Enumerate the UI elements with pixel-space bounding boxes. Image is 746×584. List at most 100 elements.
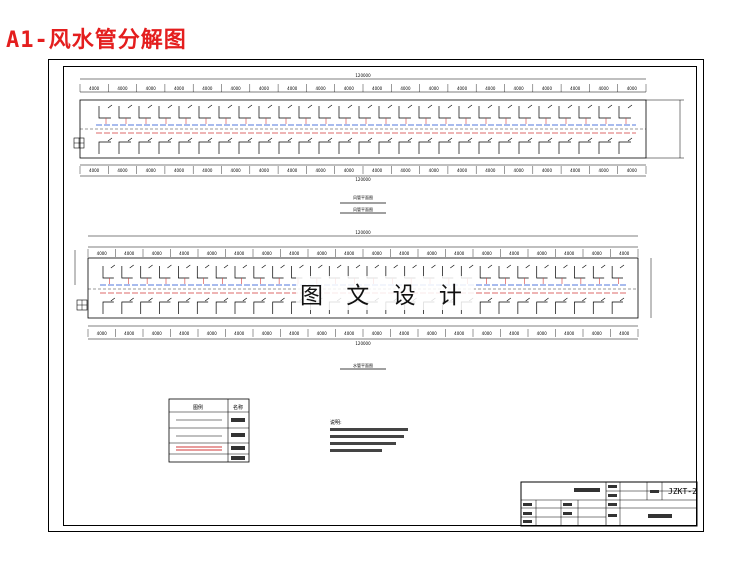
plan2-bay-dim: 4000 — [344, 251, 355, 256]
duct-plan: 120000 4000 4000 4000 4000 4000 4000 4000 4000 4… — [73, 73, 684, 214]
plan1-bay-dim: 4000 — [400, 168, 411, 173]
plan1-fan-coil-unit — [98, 104, 113, 154]
plan2-fan-coil-unit — [159, 264, 172, 314]
plan2-caption: 水管平面图 — [353, 362, 373, 368]
plan2-fan-coil-unit — [140, 264, 153, 314]
plan2-bay-dim: 4000 — [97, 331, 108, 336]
plan1-bay-dim: 4000 — [372, 168, 383, 173]
plan2-bay-dim: 4000 — [289, 251, 300, 256]
plan1-caption-2: 风管平面图 — [353, 206, 373, 212]
plan1-bay-dim: 4000 — [146, 86, 157, 91]
plan1-fan-coil-unit — [198, 104, 213, 154]
drawing-title: A1-风水管分解图 — [6, 28, 187, 53]
plan1-bay-dim: 4000 — [117, 86, 128, 91]
plan2-fan-coil-unit — [253, 264, 266, 314]
plan2-bay-dim: 4000 — [509, 251, 520, 256]
plan2-bay-dim: 4000 — [399, 251, 410, 256]
plan2-fan-coil-unit — [234, 264, 248, 314]
plan1-bay-dim: 4000 — [89, 168, 100, 173]
plan1-bay-dim: 4000 — [598, 168, 609, 173]
plan2-bay-dim: 4000 — [262, 251, 273, 256]
plan2-fan-coil-unit — [574, 264, 587, 314]
plan2-fan-coil-unit — [517, 264, 530, 314]
plan2-bay-dim: 4000 — [454, 251, 465, 256]
plan1-bay-dim: 4000 — [287, 168, 298, 173]
plan2-bay-dim: 4000 — [427, 251, 438, 256]
plan2-bay-dim: 4000 — [234, 251, 245, 256]
plan1-bay-dim: 4000 — [627, 86, 638, 91]
plan2-bay-dim: 4000 — [234, 331, 245, 336]
notes-heading: 说明: — [330, 419, 342, 426]
plan2-bay-dim: 4000 — [537, 251, 548, 256]
plan2-fan-coil-unit — [102, 264, 116, 314]
plan1-fan-coil-unit — [478, 104, 493, 154]
plan1-fan-coil-unit — [538, 104, 553, 154]
plan2-bay-dim: 4000 — [482, 251, 493, 256]
plan2-bay-dim: 4000 — [124, 251, 135, 256]
plan1-fan-coil-unit — [578, 104, 593, 154]
plan1-bay-dim: 4000 — [514, 168, 525, 173]
plan1-fan-coil-unit — [518, 104, 533, 154]
plan1-fan-coil-unit — [158, 104, 173, 154]
plan2-bay-dims-top: 4000 4000 4000 4000 4000 4000 4000 4000 4000 4000… — [87, 249, 639, 257]
plan1-bay-dim: 4000 — [231, 86, 242, 91]
plan1-fan-coil-unit — [358, 104, 373, 154]
plan2-bay-dim: 4000 — [537, 331, 548, 336]
plan1-bay-dim: 4000 — [400, 86, 411, 91]
plan1-bay-dim: 4000 — [429, 86, 440, 91]
plan2-fan-coil-unit — [536, 264, 549, 314]
plan1-fan-coil-unit — [458, 104, 473, 154]
plan1-caption: 风管平面图 — [353, 194, 373, 200]
plan2-bay-dim: 4000 — [97, 251, 108, 256]
plan2-bay-dim: 4000 — [592, 331, 603, 336]
plan2-bay-dim: 4000 — [152, 251, 163, 256]
plan1-bay-dim: 4000 — [570, 168, 581, 173]
plan2-fan-coil-unit — [178, 264, 191, 314]
plan1-bay-dim: 4000 — [174, 86, 185, 91]
plan1-bay-dim: 4000 — [457, 168, 468, 173]
plan1-bay-dim: 4000 — [231, 168, 242, 173]
plan2-bay-dim: 4000 — [152, 331, 163, 336]
drawing-sheet-border — [48, 59, 704, 532]
plan1-fan-coil-unit — [278, 104, 293, 154]
plan1-bay-dim: 4000 — [429, 168, 440, 173]
plan1-fan-coil-unit — [118, 104, 133, 154]
plan1-bay-dim: 4000 — [202, 168, 213, 173]
plan2-bay-dim: 4000 — [399, 331, 410, 336]
plan1-bay-dim: 4000 — [485, 168, 496, 173]
plan2-bay-dim: 4000 — [564, 331, 575, 336]
plan1-fan-coil-unit — [438, 104, 453, 154]
plan2-bay-dim: 4000 — [207, 331, 218, 336]
title-block: JZKT-2 — [520, 481, 698, 527]
plan2-bay-dims-bottom: 4000 4000 4000 4000 4000 4000 4000 4000 4000 4000… — [87, 329, 639, 337]
plan2-bay-dim: 4000 — [289, 331, 300, 336]
plan1-fan-coil-unit — [338, 104, 353, 154]
plan2-bay-dim: 4000 — [344, 331, 355, 336]
plan2-bay-dim: 4000 — [317, 331, 328, 336]
plan1-fan-coil-unit — [178, 104, 193, 154]
plan1-units — [98, 104, 633, 154]
plan1-bay-dim: 4000 — [344, 86, 355, 91]
plan1-overall-dim-top: 120000 — [355, 73, 371, 78]
plan2-bay-dim: 4000 — [124, 331, 135, 336]
plan2-fan-coil-unit — [215, 264, 229, 314]
plan2-bay-dim: 4000 — [592, 251, 603, 256]
plan1-bay-dim: 4000 — [315, 86, 326, 91]
plan1-bay-dim: 4000 — [174, 168, 185, 173]
plan1-fan-coil-unit — [598, 104, 613, 154]
plan1-fan-coil-unit — [258, 104, 273, 154]
plan1-overall-dim-bottom: 120000 — [355, 177, 371, 182]
plan1-fan-coil-unit — [318, 104, 333, 154]
plan2-overall-dim-bottom: 120000 — [355, 341, 371, 346]
plan1-bay-dim: 4000 — [259, 86, 270, 91]
plan1-bay-dim: 4000 — [485, 86, 496, 91]
drawing-code: JZKT-2 — [668, 487, 697, 496]
plan1-fan-coil-unit — [498, 104, 513, 154]
plan1-bay-dim: 4000 — [117, 168, 128, 173]
plan2-bay-dim: 4000 — [207, 251, 218, 256]
plan2-left-grid — [76, 299, 88, 311]
plan1-bay-dim: 4000 — [627, 168, 638, 173]
drawing-frame — [63, 66, 697, 526]
plan1-fan-coil-unit — [378, 104, 393, 154]
plan1-fan-coil-unit — [218, 104, 233, 154]
